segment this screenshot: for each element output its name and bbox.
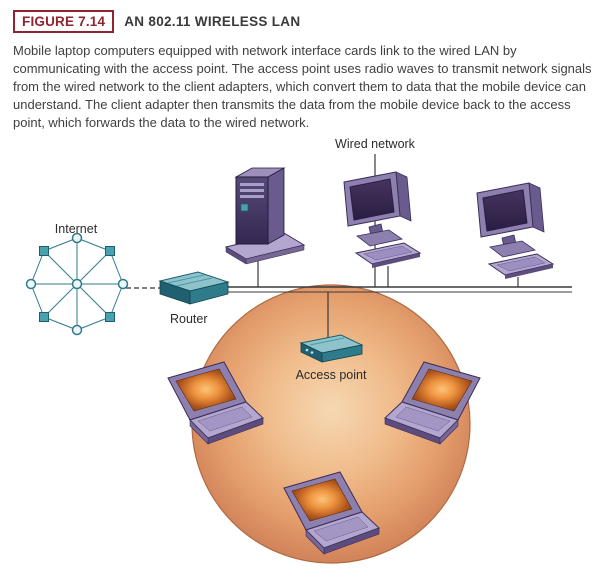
desktop-computer-icon [343, 171, 421, 269]
mesh-square-nodes [39, 245, 115, 322]
figure-title: AN 802.11 WIRELESS LAN [124, 14, 301, 29]
figure-header: FIGURE 7.14 AN 802.11 WIRELESS LAN Mobil… [0, 0, 611, 132]
lan-diagram: Wired network Internet Router Access poi… [25, 137, 572, 564]
internet-label: Internet [55, 222, 98, 236]
network-bus-line [162, 285, 572, 293]
router-label: Router [170, 312, 208, 326]
access-point-label: Access point [296, 368, 367, 382]
desktop-computer-icon [476, 182, 554, 280]
figure-head-row: FIGURE 7.14 AN 802.11 WIRELESS LAN [13, 10, 598, 33]
internet-cloud-icon [25, 232, 129, 335]
router-icon [158, 271, 230, 305]
figure-number-badge: FIGURE 7.14 [13, 10, 115, 33]
access-point-icon [299, 334, 364, 363]
mesh-circle-nodes [25, 232, 129, 335]
wired-network-label: Wired network [335, 137, 416, 151]
figure-caption: Mobile laptop computers equipped with ne… [13, 43, 592, 130]
server-icon [224, 167, 306, 265]
